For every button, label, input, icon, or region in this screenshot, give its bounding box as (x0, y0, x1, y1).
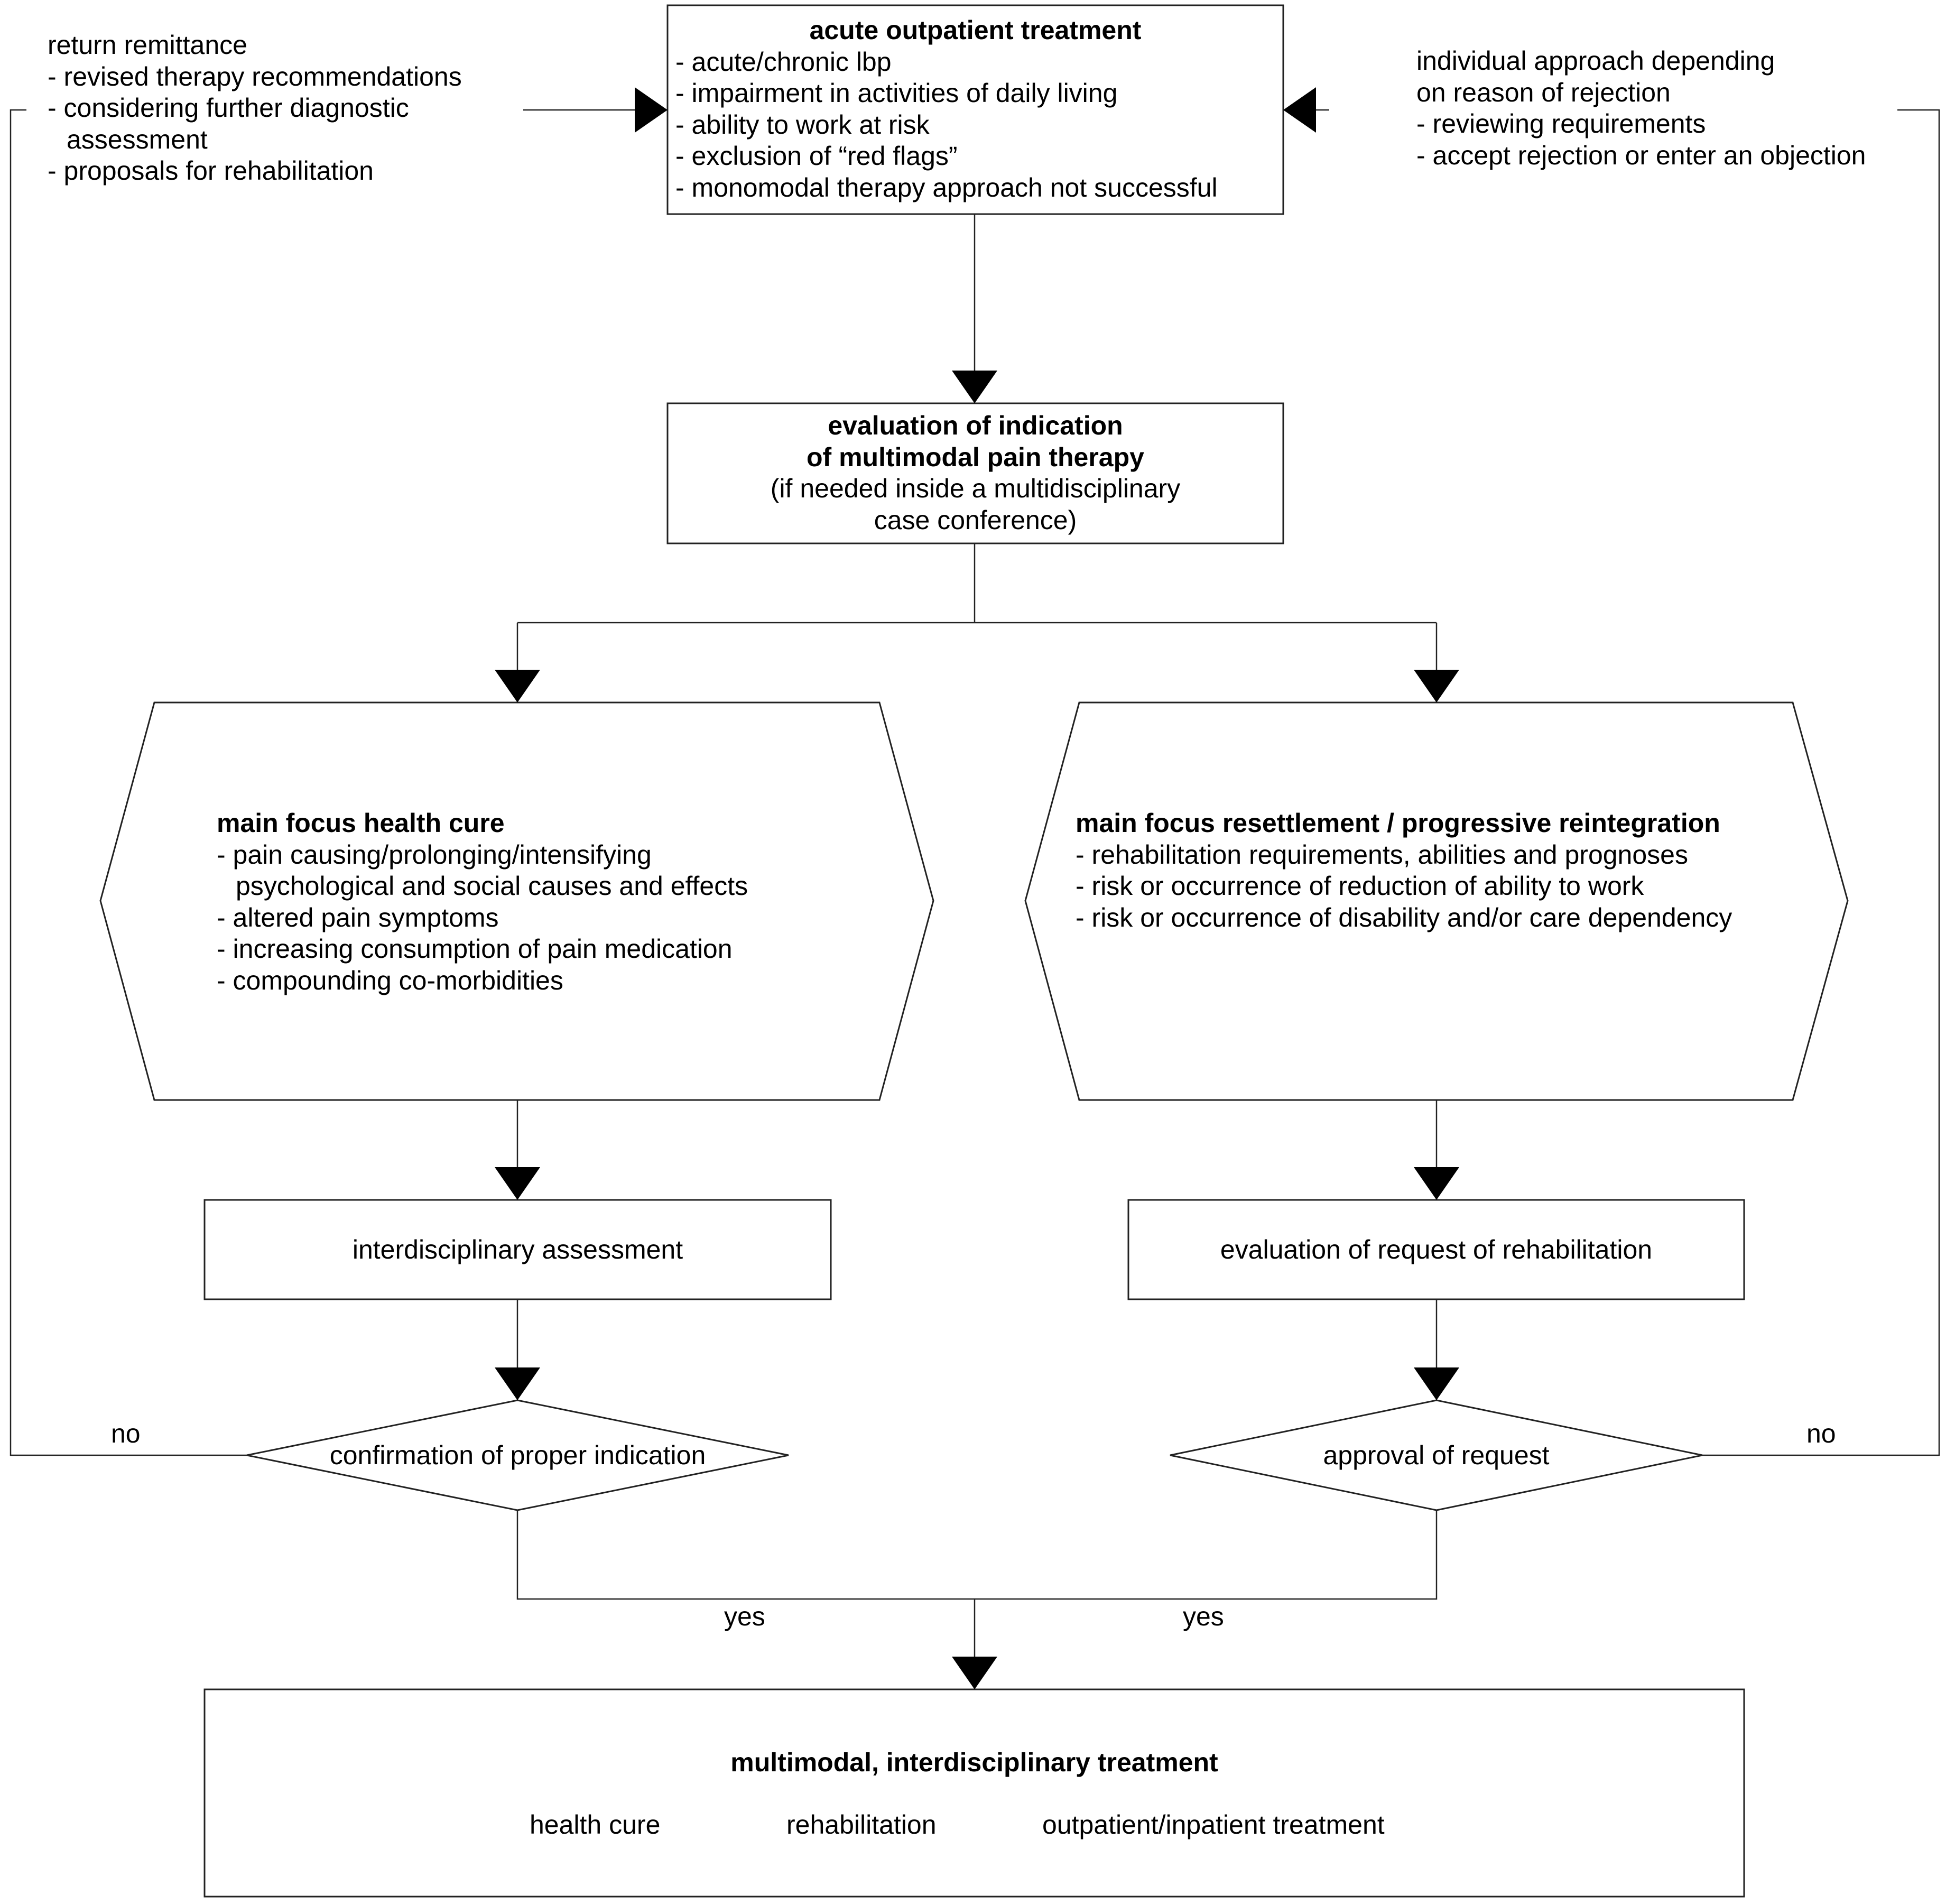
health-cure-item: - compounding co-morbidities (217, 965, 563, 995)
resettlement-hexagon (1024, 701, 1849, 1101)
evaluation-subtitle-2: case conference) (874, 505, 1077, 535)
yes-merge-connector (516, 1510, 1438, 1600)
final-treatment-heading: multimodal, interdisciplinary treatment (730, 1748, 1218, 1777)
final-option-rehabilitation: rehabilitation (786, 1810, 937, 1840)
acute-item: - monomodal therapy approach not success… (675, 172, 1218, 202)
health-cure-item: - increasing consumption of pain medicat… (217, 934, 733, 964)
resettlement-item: - rehabilitation requirements, abilities… (1076, 839, 1688, 870)
acute-treatment-text: acute outpatient treatment - acute/chron… (668, 15, 1283, 204)
right-note-item: - accept rejection or enter an objection (1416, 140, 1866, 170)
resettlement-item: - risk or occurrence of disability and/o… (1076, 902, 1732, 932)
evaluation-subtitle: (if needed inside a multidisciplinary (770, 474, 1181, 503)
acute-treatment-box (666, 4, 1284, 215)
approval-label: approval of request (1323, 1440, 1550, 1470)
evaluation-title-2: of multimodal pain therapy (807, 442, 1144, 472)
resettlement-item: - risk or occurrence of reduction of abi… (1076, 871, 1644, 901)
split-connector (517, 543, 1437, 624)
acute-treatment-title: acute outpatient treatment (809, 15, 1142, 45)
left-note-item: assessment (67, 124, 208, 154)
rehab-request-label: evaluation of request of rehabilitation (1220, 1235, 1653, 1264)
evaluation-title: evaluation of indication (828, 411, 1123, 440)
interdisciplinary-assessment-box (203, 1199, 832, 1300)
left-yes-label: yes (724, 1602, 765, 1631)
confirmation-diamond (246, 1399, 789, 1511)
left-note-item: - revised therapy recommendations (48, 61, 462, 91)
left-no-feedback-line (10, 109, 247, 1456)
evaluation-box (666, 402, 1284, 544)
left-no-label: no (111, 1419, 141, 1448)
health-cure-item: psychological and social causes and effe… (236, 871, 748, 901)
final-treatment-box (203, 1688, 1745, 1898)
final-option-health-cure: health cure (530, 1810, 661, 1840)
evaluation-text: evaluation of indication of multimodal p… (668, 410, 1283, 536)
acute-item: - ability to work at risk (675, 109, 930, 140)
right-no-feedback-line (1702, 109, 1940, 1456)
left-note-title: return remittance (48, 30, 247, 60)
left-feedback-note: return remittance - revised therapy reco… (48, 30, 462, 187)
right-yes-label: yes (1183, 1602, 1224, 1631)
right-note-item: - reviewing requirements (1416, 109, 1706, 138)
confirmation-label: confirmation of proper indication (329, 1440, 706, 1470)
resettlement-title: main focus resettlement / progressive re… (1076, 808, 1720, 838)
acute-item: - exclusion of “red flags” (675, 141, 958, 171)
health-cure-item: - altered pain symptoms (217, 902, 499, 932)
left-note-item: - proposals for rehabilitation (48, 156, 374, 186)
interdisciplinary-assessment-label: interdisciplinary assessment (352, 1235, 683, 1264)
right-note-title-2: on reason of rejection (1416, 77, 1671, 107)
health-cure-text: main focus health cure - pain causing/pr… (217, 808, 748, 996)
acute-item: - impairment in activities of daily livi… (675, 78, 1118, 108)
final-treatment-title: multimodal, interdisciplinary treatment (205, 1747, 1744, 1779)
left-note-item: - considering further diagnostic (48, 93, 409, 123)
acute-item: - acute/chronic lbp (675, 47, 892, 77)
health-cure-item: - pain causing/prolonging/intensifying (217, 839, 652, 870)
health-cure-hexagon (99, 701, 934, 1101)
health-cure-title: main focus health cure (217, 808, 505, 838)
right-note-title: individual approach depending (1416, 46, 1775, 76)
right-feedback-note: individual approach depending on reason … (1416, 45, 1866, 171)
resettlement-text: main focus resettlement / progressive re… (1076, 808, 1732, 933)
final-option-outpatient-inpatient: outpatient/inpatient treatment (1042, 1810, 1385, 1840)
right-no-label: no (1806, 1419, 1836, 1448)
rehab-request-box (1127, 1199, 1745, 1300)
